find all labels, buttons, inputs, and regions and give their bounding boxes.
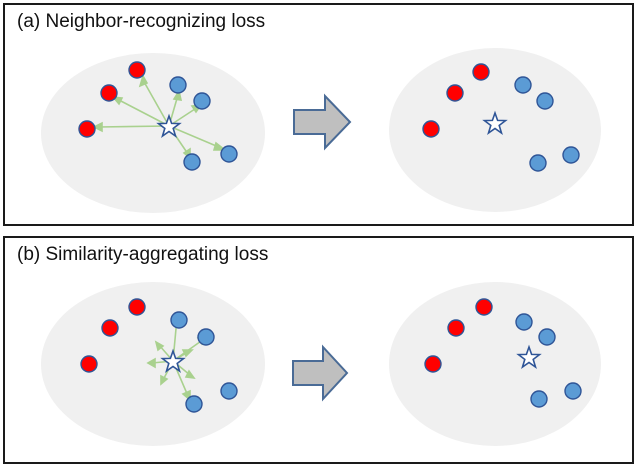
points-after [422, 63, 580, 172]
right-arrow-icon [293, 93, 352, 151]
cluster-before [41, 53, 265, 213]
panel-title-b: (b) Similarity-aggregating loss [17, 244, 269, 265]
points-before [80, 298, 238, 413]
panel-title-a: (a) Neighbor-recognizing loss [17, 11, 266, 32]
cluster-after [389, 48, 601, 212]
star-icon [516, 344, 542, 369]
star-icon [160, 348, 186, 373]
star-icon [156, 113, 182, 138]
cluster-after [389, 282, 601, 446]
diagram-b [41, 282, 601, 446]
star-icon [482, 110, 508, 135]
diagram-a [41, 48, 601, 213]
right-arrow-icon [292, 344, 349, 402]
points-after [424, 298, 582, 408]
points-before [78, 61, 238, 171]
panel-similarity-aggregating: (b) Similarity-aggregating loss [3, 236, 634, 464]
panel-neighbor-recognizing: (a) Neighbor-recognizing loss [3, 3, 634, 226]
